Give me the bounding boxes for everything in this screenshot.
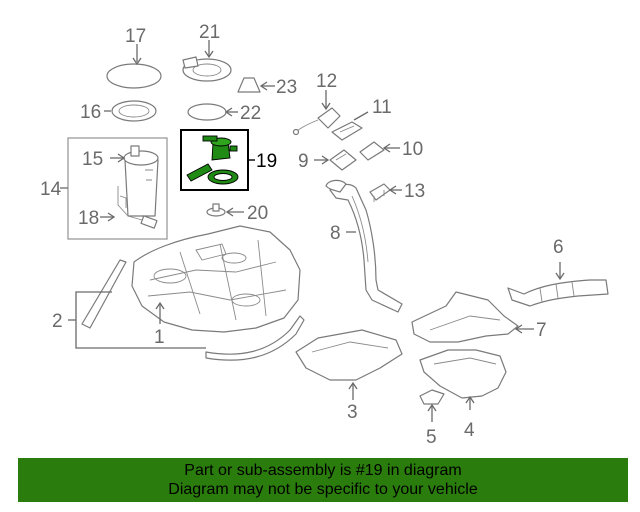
part-17-seal-ring[interactable]	[106, 63, 162, 89]
part-4-undercover[interactable]	[419, 349, 507, 399]
callout-15: 15	[82, 149, 103, 170]
callout-3: 3	[347, 402, 358, 423]
callout-4: 4	[464, 420, 475, 441]
part-13-clip[interactable]	[369, 183, 391, 202]
callout-12: 12	[316, 71, 337, 92]
callout-14: 14	[40, 179, 62, 200]
exploded-parts-diagram: 17 16 21 23 22 14 15	[40, 22, 609, 448]
callout-1: 1	[154, 327, 165, 348]
callout-13: 13	[404, 181, 425, 202]
callout-7: 7	[536, 320, 547, 341]
callout-21: 21	[199, 22, 220, 43]
callout-17: 17	[125, 26, 146, 47]
part-23-cap[interactable]	[237, 77, 261, 93]
callout-10: 10	[402, 139, 423, 160]
part-7-heat-shield[interactable]	[411, 291, 519, 343]
banner-line-2: Diagram may not be specific to your vehi…	[168, 481, 478, 498]
part-10-plate[interactable]	[359, 141, 385, 161]
part-5-bracket[interactable]	[419, 389, 445, 405]
callout-11: 11	[372, 97, 392, 118]
part-8-filler-neck[interactable]	[325, 179, 403, 313]
callout-2: 2	[52, 311, 63, 332]
notice-banner: Part or sub-assembly is #19 in diagram D…	[18, 458, 628, 502]
callout-9: 9	[298, 151, 309, 172]
part-1-fuel-tank[interactable]	[131, 225, 301, 333]
part-6-pipe[interactable]	[507, 279, 609, 307]
part-9-bracket[interactable]	[329, 149, 357, 171]
part-12-sensor[interactable]	[292, 107, 341, 136]
part-3-undercover[interactable]	[295, 329, 403, 381]
part-11-bracket[interactable]	[331, 121, 363, 141]
callout-5: 5	[426, 427, 437, 448]
part-18-fuel-level-sender[interactable]	[117, 186, 158, 229]
part-22-gasket[interactable]	[187, 103, 227, 121]
callout-8: 8	[330, 223, 341, 244]
part-15-pump-module[interactable]	[123, 145, 159, 217]
callout-16: 16	[80, 102, 101, 123]
callout-22: 22	[240, 103, 261, 124]
part-20-grommet[interactable]	[206, 203, 226, 217]
callout-6: 6	[553, 237, 564, 258]
callout-18: 18	[78, 208, 99, 229]
banner-line-1: Part or sub-assembly is #19 in diagram	[184, 462, 462, 479]
callout-19: 19	[256, 151, 277, 172]
callout-23: 23	[276, 77, 297, 98]
part-2-tank-straps[interactable]	[81, 259, 305, 361]
part-16-retainer-ring[interactable]	[111, 100, 157, 122]
callout-20: 20	[247, 203, 268, 224]
part-21-lock-ring[interactable]	[182, 56, 232, 82]
part-19-highlight-box[interactable]	[180, 129, 249, 191]
